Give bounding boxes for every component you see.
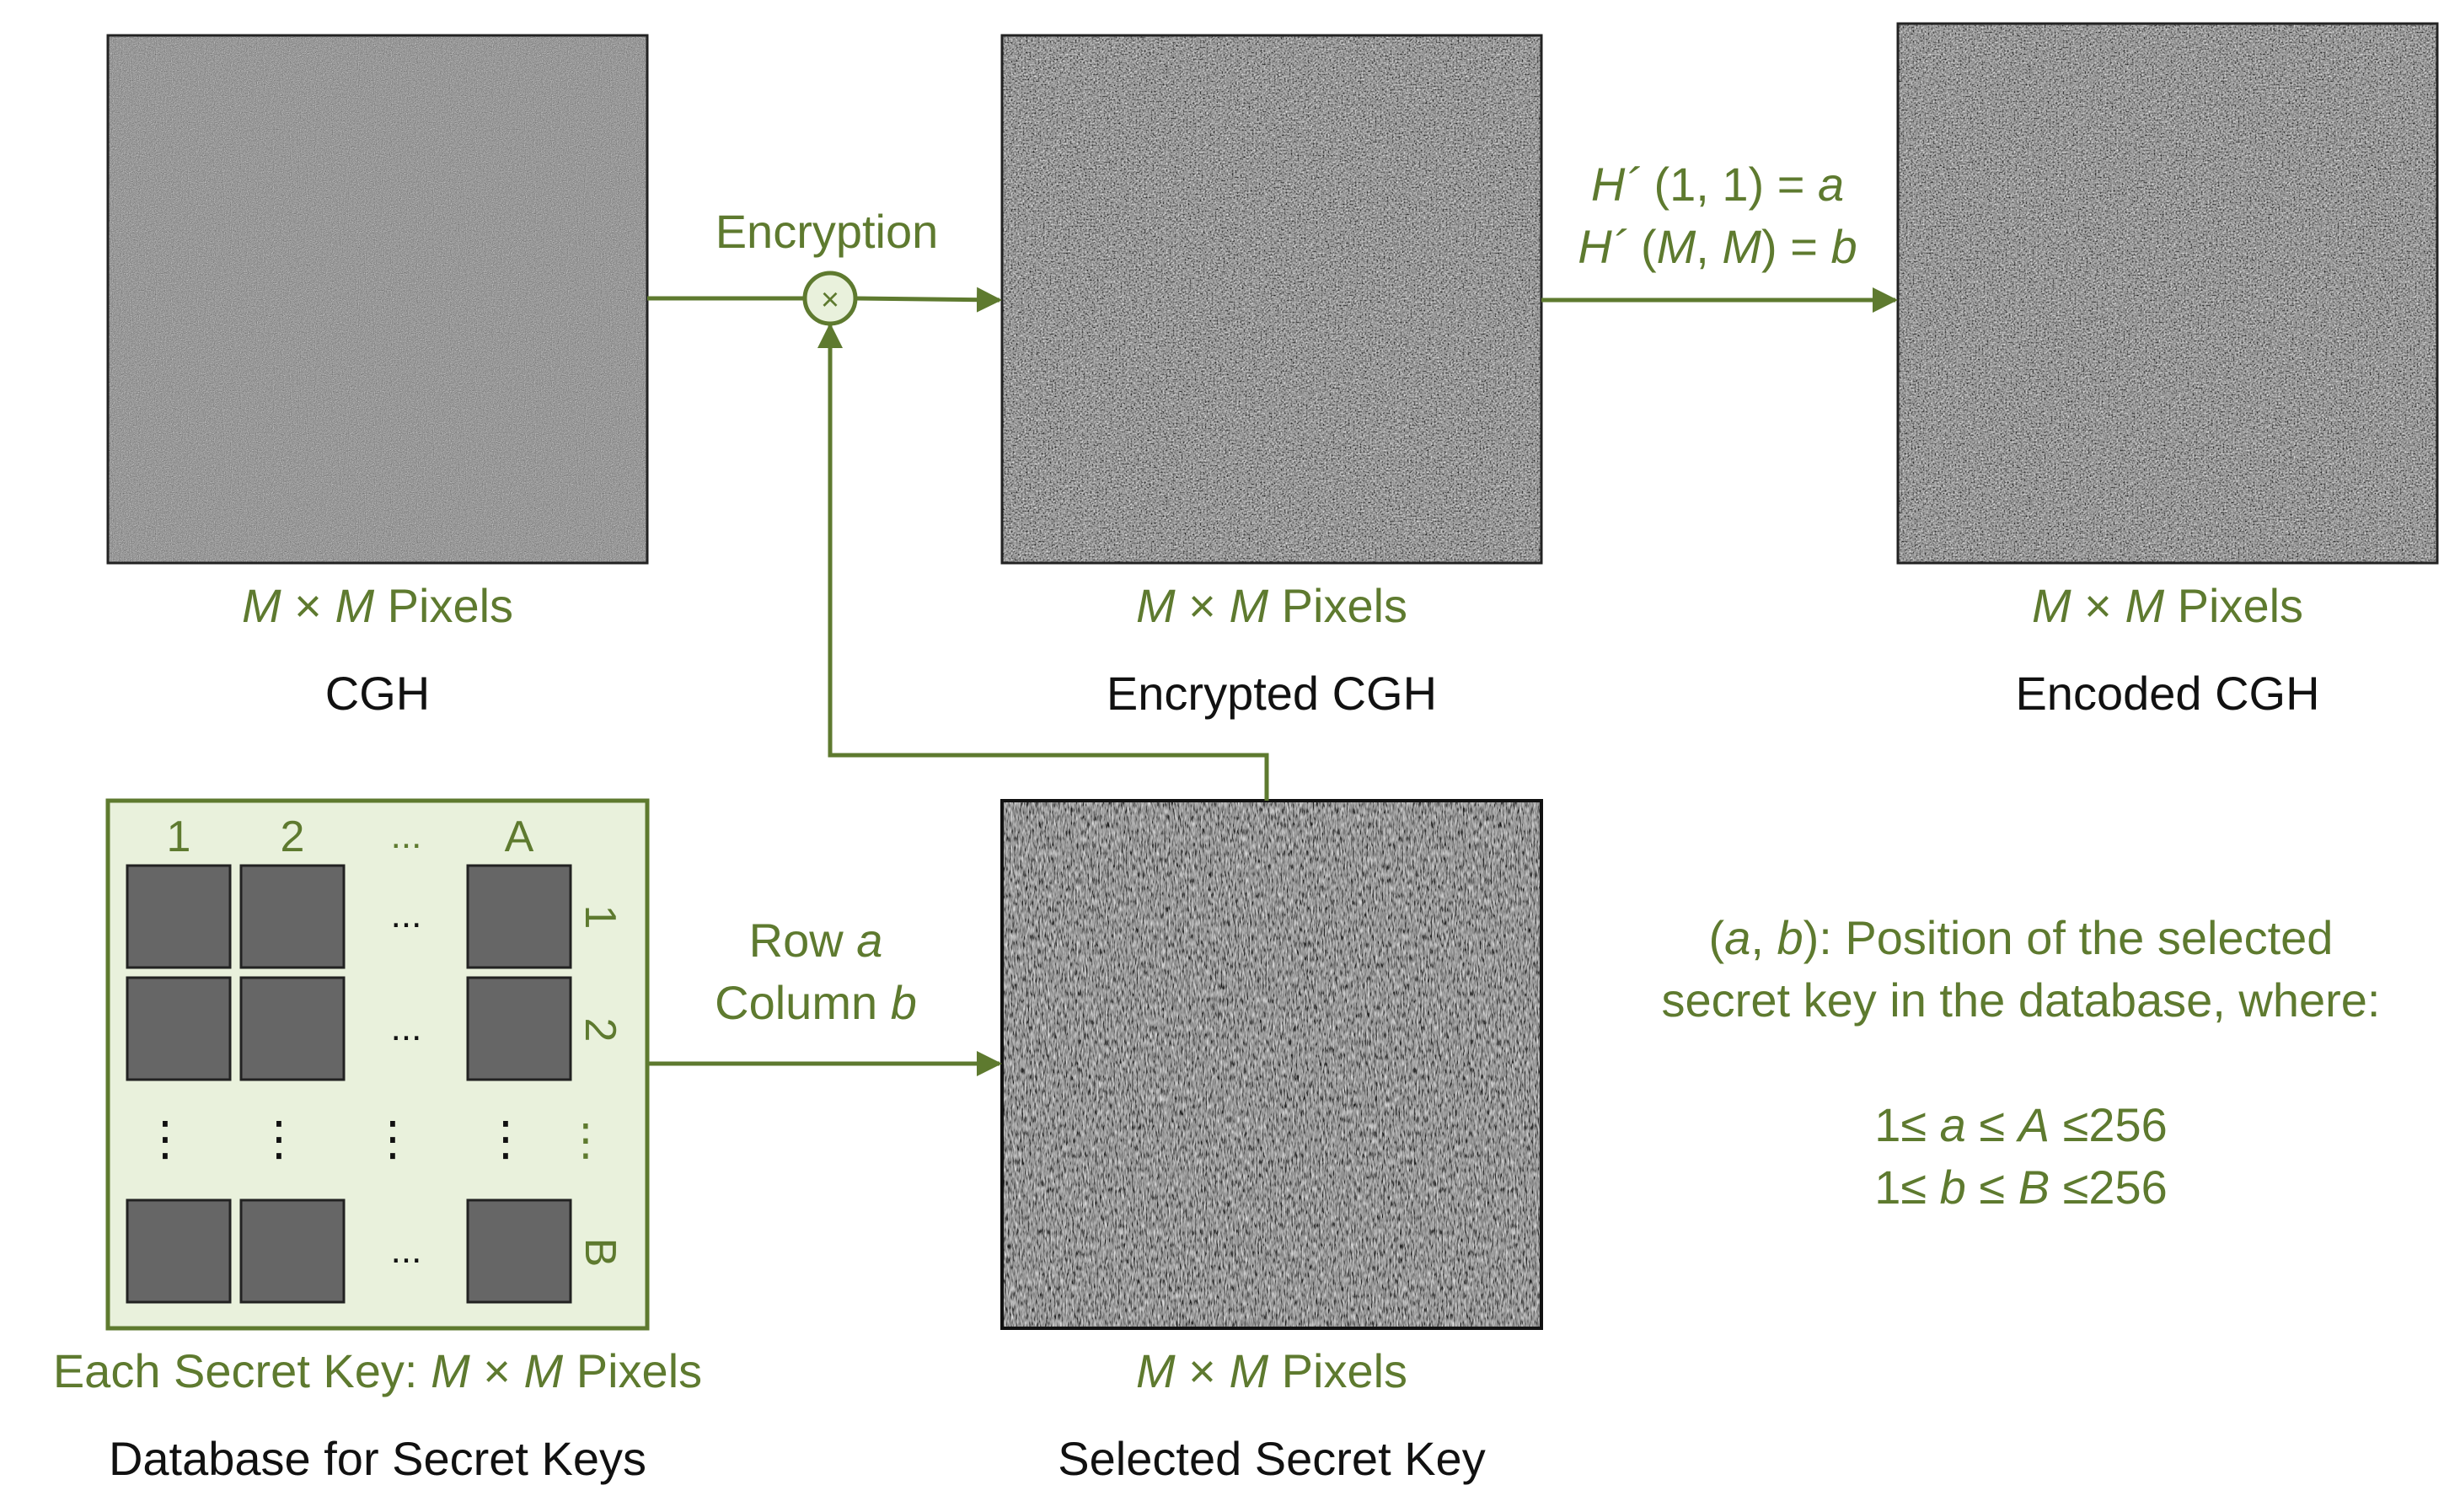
cgh-title: CGH bbox=[325, 667, 430, 720]
constraint-a: 1≤ a ≤ A ≤256 bbox=[1874, 1098, 2168, 1151]
connectors bbox=[647, 287, 1898, 1076]
key-tile bbox=[466, 864, 572, 969]
key-tile bbox=[126, 1198, 232, 1304]
selected-key-size-label: M × M Pixels bbox=[1136, 1344, 1407, 1397]
database-column-label: A bbox=[505, 812, 534, 861]
position-note-line2: secret key in the database, where: bbox=[1662, 973, 2381, 1027]
key-tile bbox=[466, 1198, 572, 1304]
encrypted-cgh-image bbox=[1000, 34, 1543, 565]
database-column-label: ... bbox=[391, 815, 422, 856]
database-ellipsis: ... bbox=[391, 1007, 422, 1048]
encoding-rule-line2: H´ (M, M) = b bbox=[1578, 220, 1857, 273]
encoded-cgh-title: Encoded CGH bbox=[2015, 667, 2319, 720]
cgh-image bbox=[106, 34, 649, 565]
selected-secret-key-image bbox=[1000, 799, 1543, 1330]
multiply-icon: × bbox=[821, 282, 839, 318]
selection-row-label: Row a bbox=[749, 914, 883, 967]
key-tile bbox=[466, 976, 572, 1081]
secret-key-database: 1 2 ... A 1 2 B ... ... ... ⋮ ⋮ ⋮ ⋮ ⋮ bbox=[105, 798, 650, 1331]
key-tile bbox=[126, 976, 232, 1081]
key-tile bbox=[239, 976, 346, 1081]
database-row-label: 1 bbox=[576, 905, 624, 930]
database-row-label: B bbox=[576, 1238, 624, 1268]
database-row-label: 2 bbox=[576, 1018, 624, 1043]
database-ellipsis: ... bbox=[391, 1230, 422, 1271]
database-column-label: 1 bbox=[167, 812, 191, 861]
encryption-operator: × bbox=[802, 271, 858, 326]
database-vertical-ellipsis: ⋮ bbox=[482, 1112, 529, 1165]
database-vertical-ellipsis: ⋮ bbox=[255, 1112, 303, 1165]
database-ellipsis: ... bbox=[391, 894, 422, 936]
database-vertical-ellipsis: ⋮ bbox=[142, 1112, 189, 1165]
key-tile bbox=[239, 1198, 346, 1304]
mixer-to-encrypted-arrow bbox=[855, 287, 1002, 313]
database-title: Database for Secret Keys bbox=[109, 1432, 646, 1485]
encoding-rule-line1: H´ (1, 1) = a bbox=[1591, 158, 1844, 211]
constraint-b: 1≤ b ≤ B ≤256 bbox=[1874, 1161, 2168, 1214]
encoded-cgh-size-label: M × M Pixels bbox=[2032, 579, 2303, 632]
database-vertical-ellipsis: ⋮ bbox=[564, 1116, 608, 1165]
encoded-cgh-image bbox=[1896, 22, 2439, 565]
selection-column-label: Column b bbox=[715, 976, 917, 1029]
key-tile bbox=[126, 864, 232, 969]
selected-key-title: Selected Secret Key bbox=[1058, 1432, 1485, 1485]
cgh-size-label: M × M Pixels bbox=[242, 579, 513, 632]
encrypted-cgh-size-label: M × M Pixels bbox=[1136, 579, 1407, 632]
position-note-line1: (a, b): Position of the selected bbox=[1709, 911, 2334, 964]
database-vertical-ellipsis: ⋮ bbox=[369, 1112, 416, 1165]
encrypted-cgh-title: Encrypted CGH bbox=[1107, 667, 1437, 720]
database-caption: Each Secret Key: M × M Pixels bbox=[53, 1344, 702, 1397]
key-to-mixer-arrow bbox=[817, 323, 1269, 801]
key-tile bbox=[239, 864, 346, 969]
encryption-label: Encryption bbox=[715, 205, 939, 258]
database-column-label: 2 bbox=[281, 812, 305, 861]
